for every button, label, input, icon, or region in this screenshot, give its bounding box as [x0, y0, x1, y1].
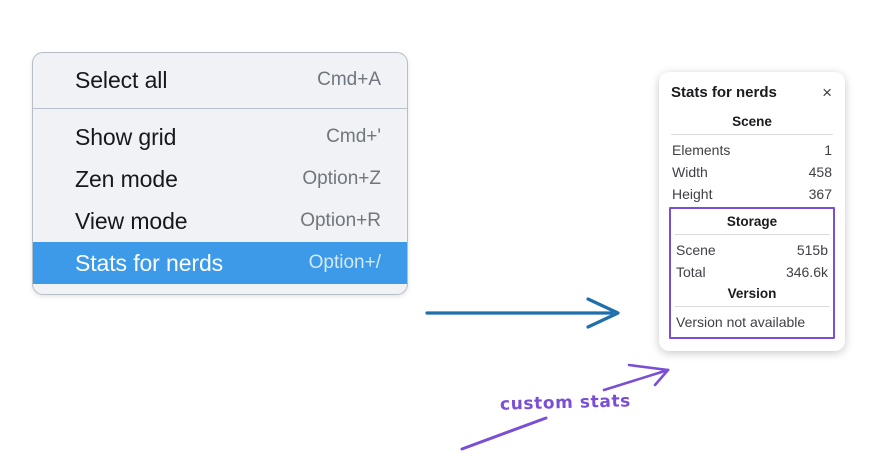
- section-divider: [675, 306, 829, 307]
- version-not-available-text: Version not available: [676, 314, 806, 330]
- stats-section-scene: Scene Elements 1 Width 458 Height 367: [669, 111, 835, 205]
- menu-separator: [33, 108, 407, 109]
- stat-row-width: Width 458: [669, 161, 835, 183]
- stat-value: 458: [808, 164, 832, 180]
- stats-section-storage: Storage Scene 515b Total 346.6k: [673, 211, 831, 283]
- menu-item-zen-mode[interactable]: Zen mode Option+Z: [33, 158, 407, 200]
- stat-value: 1: [824, 142, 832, 158]
- stats-section-version: Version Version not available: [673, 283, 831, 333]
- menu-item-view-mode[interactable]: View mode Option+R: [33, 200, 407, 242]
- menu-item-shortcut: Cmd+A: [317, 69, 381, 90]
- context-menu-group-1: Select all Cmd+A: [33, 59, 407, 101]
- annotation-underline-stroke: [460, 416, 548, 451]
- stat-label: Width: [672, 164, 708, 180]
- stat-value: 367: [808, 186, 832, 202]
- stat-row-height: Height 367: [669, 183, 835, 205]
- menu-item-shortcut: Option+R: [300, 210, 381, 231]
- stat-label: Total: [676, 264, 706, 280]
- stat-row-storage-total: Total 346.6k: [673, 261, 831, 283]
- menu-item-label: View mode: [75, 207, 188, 234]
- storage-section-heading: Storage: [726, 214, 778, 229]
- section-divider: [675, 234, 829, 235]
- annotation-arrow-icon: [602, 363, 670, 392]
- menu-item-shortcut: Option+/: [308, 252, 381, 273]
- close-icon[interactable]: ×: [822, 83, 832, 102]
- section-divider: [671, 134, 833, 135]
- context-menu-group-2: Show grid Cmd+' Zen mode Option+Z View m…: [33, 116, 407, 284]
- menu-item-select-all[interactable]: Select all Cmd+A: [33, 59, 407, 101]
- version-section-heading: Version: [727, 286, 777, 301]
- menu-item-label: Zen mode: [75, 165, 178, 192]
- menu-item-shortcut: Option+Z: [302, 168, 381, 189]
- menu-item-label: Stats for nerds: [75, 249, 224, 276]
- menu-item-shortcut: Cmd+': [326, 126, 381, 147]
- menu-item-label: Select all: [75, 66, 168, 93]
- custom-stats-highlight-box: Storage Scene 515b Total 346.6k Version …: [669, 207, 835, 339]
- menu-item-stats-for-nerds[interactable]: Stats for nerds Option+/: [33, 242, 407, 284]
- context-menu[interactable]: Select all Cmd+A Show grid Cmd+' Zen mod…: [32, 52, 408, 295]
- stat-row-storage-scene: Scene 515b: [673, 239, 831, 261]
- stats-for-nerds-panel: Stats for nerds × Scene Elements 1 Width…: [659, 72, 845, 351]
- scene-section-heading: Scene: [732, 114, 772, 129]
- stat-value: 515b: [796, 242, 828, 258]
- stat-row-elements: Elements 1: [669, 139, 835, 161]
- menu-item-label: Show grid: [75, 123, 177, 150]
- custom-stats-annotation-label: custom stats: [499, 391, 632, 415]
- stat-label: Scene: [676, 242, 716, 258]
- menu-item-show-grid[interactable]: Show grid Cmd+': [33, 116, 407, 158]
- stat-label: Elements: [672, 142, 731, 158]
- stat-value: 346.6k: [785, 264, 828, 280]
- flow-arrow-icon: [425, 297, 620, 329]
- stats-panel-title: Stats for nerds: [671, 84, 777, 101]
- stat-label: Height: [672, 186, 713, 202]
- stats-panel-header: Stats for nerds ×: [669, 84, 835, 101]
